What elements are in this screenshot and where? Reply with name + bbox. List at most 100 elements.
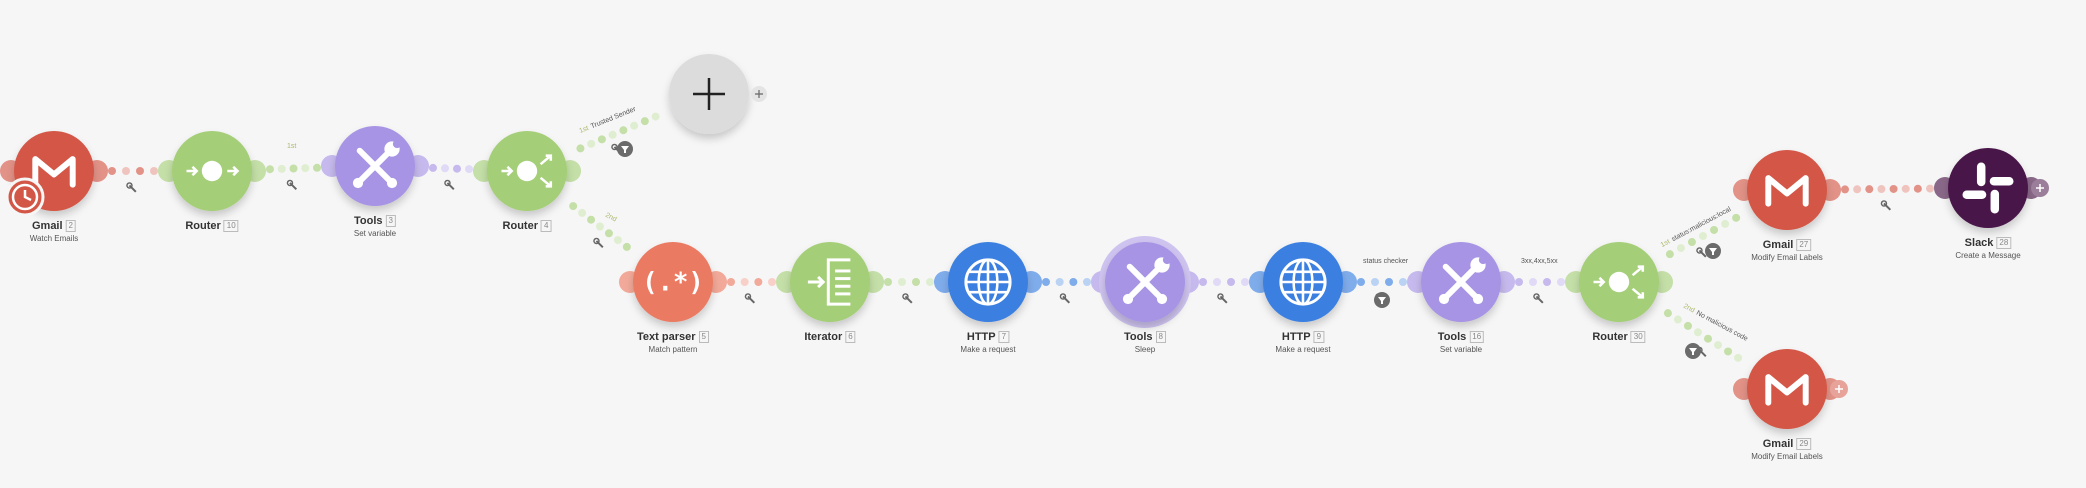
link-settings-icon[interactable] — [444, 179, 456, 191]
module-tools-3[interactable] — [321, 126, 429, 206]
module-name: Tools — [1437, 331, 1467, 343]
connection-router-30-gmail-27[interactable] — [1665, 213, 1741, 259]
link-settings-icon[interactable] — [1217, 293, 1229, 305]
link-settings-icon[interactable] — [1696, 247, 1708, 259]
connection-gmail-2-router-10[interactable] — [108, 167, 158, 194]
module-http-7[interactable] — [934, 242, 1042, 322]
plus-icon — [693, 78, 725, 110]
route-router10-1st-label[interactable]: 1st — [287, 143, 299, 150]
schedule-clock-icon[interactable] — [5, 177, 45, 217]
module-iterator-6[interactable] — [776, 242, 884, 322]
gmail-icon — [1765, 175, 1809, 207]
module-tools-8[interactable] — [1091, 236, 1199, 328]
module-name: Router — [1592, 331, 1628, 343]
filter-icon[interactable] — [1685, 343, 1701, 359]
tools-icon — [1122, 255, 1172, 305]
gmail-icon — [32, 156, 76, 188]
module-action: Make a request — [1275, 345, 1331, 355]
route-order: 1st — [287, 143, 297, 150]
module-name: Gmail — [1762, 438, 1794, 450]
link-settings-icon[interactable] — [593, 237, 605, 249]
module-action: Sleep — [1134, 345, 1156, 355]
module-id-badge: 2 — [65, 220, 77, 233]
module-http-9[interactable] — [1249, 242, 1357, 322]
add-module-button[interactable] — [1830, 380, 1848, 398]
route-http9-filter-label[interactable]: status checker — [1363, 258, 1408, 265]
add-module-button[interactable] — [2031, 179, 2049, 197]
module-id-badge: 8 — [1155, 331, 1166, 344]
module-gmail-29[interactable] — [1733, 349, 1848, 429]
module-name: Gmail — [1762, 239, 1794, 251]
connection-tools-8-http-9[interactable] — [1199, 278, 1249, 305]
module-tools-16[interactable] — [1407, 242, 1515, 322]
link-settings-icon[interactable] — [1059, 293, 1071, 305]
link-settings-icon[interactable] — [286, 179, 298, 191]
module-name: Router — [185, 220, 221, 232]
tools-icon — [352, 139, 402, 189]
connection-gmail-27-slack-28[interactable] — [1840, 184, 1935, 212]
module-router-30[interactable] — [1565, 242, 1673, 322]
module-textparser-5[interactable]: (.*) — [619, 242, 727, 322]
module-name: Gmail — [31, 220, 63, 232]
router-icon — [1593, 265, 1645, 299]
globe-icon — [964, 258, 1012, 306]
module-action: Modify Email Labels — [1751, 452, 1823, 462]
module-add-module[interactable] — [669, 54, 767, 134]
module-id-badge: 16 — [1469, 331, 1485, 344]
module-id-badge: 28 — [1996, 237, 2012, 250]
module-id-badge: 30 — [1630, 331, 1646, 344]
connection-router-10-tools-3[interactable] — [265, 163, 322, 191]
link-settings-icon[interactable] — [902, 293, 914, 305]
link-settings-icon[interactable] — [126, 182, 138, 194]
module-gmail-2[interactable] — [0, 131, 108, 217]
module-name: Router — [502, 220, 538, 232]
route-tools16-filter-label[interactable]: 3xx,4xx,5xx — [1521, 258, 1558, 265]
module-name: HTTP — [1281, 331, 1311, 343]
connection-http-7-tools-8[interactable] — [1042, 278, 1091, 305]
module-name: Tools — [354, 215, 383, 227]
filter-icon[interactable] — [1374, 292, 1390, 308]
add-route-button[interactable] — [751, 86, 767, 102]
module-id-badge: 7 — [998, 331, 1010, 344]
module-gmail-27[interactable] — [1733, 150, 1841, 230]
connection-tools-3-router-4[interactable] — [428, 163, 474, 191]
link-settings-icon[interactable] — [744, 293, 756, 305]
slack-icon — [1962, 162, 2014, 214]
filter-icon[interactable] — [617, 141, 633, 157]
connection-tools-16-router-30[interactable] — [1515, 278, 1565, 305]
module-name: Iterator — [804, 331, 843, 343]
globe-icon — [1279, 258, 1327, 306]
link-settings-icon[interactable] — [1880, 200, 1892, 212]
link-settings-icon[interactable] — [1533, 293, 1545, 305]
connection-router-4-textparser-5[interactable] — [569, 202, 631, 251]
module-action: Set variable — [353, 229, 397, 239]
filter-icon[interactable] — [1705, 243, 1721, 259]
module-action: Set variable — [1439, 345, 1483, 355]
module-slack-28[interactable] — [1934, 148, 2049, 228]
route-filter-label: 3xx,4xx,5xx — [1521, 258, 1558, 265]
connection-router-4-add-module[interactable] — [576, 112, 660, 155]
connection-textparser-5-iterator-6[interactable] — [727, 278, 776, 305]
module-action: Watch Emails — [29, 234, 79, 244]
svg-text:(.*): (.*) — [642, 268, 703, 298]
tools-icon — [1438, 255, 1488, 305]
module-router-4[interactable] — [473, 131, 581, 211]
gmail-icon — [1765, 374, 1809, 406]
connection-iterator-6-http-7[interactable] — [884, 278, 934, 305]
module-router-10[interactable] — [158, 131, 266, 211]
module-name: HTTP — [966, 331, 996, 343]
module-id-badge: 9 — [1313, 331, 1325, 344]
module-id-badge: 10 — [223, 220, 239, 233]
module-id-badge: 5 — [698, 331, 709, 344]
module-name: Slack — [1964, 237, 1994, 249]
